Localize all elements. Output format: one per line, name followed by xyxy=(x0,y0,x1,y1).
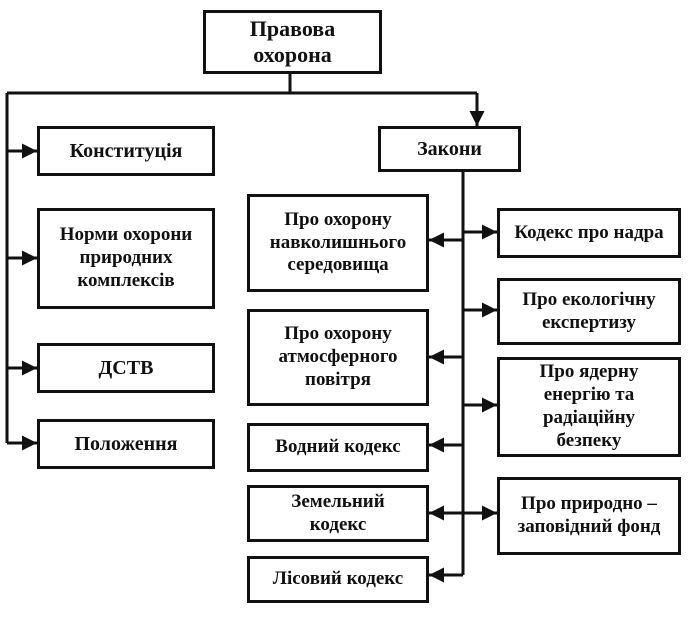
node-dstv: ДСТВ xyxy=(37,343,215,393)
node-law-expertise: Про екологічну експертизу xyxy=(497,278,681,345)
node-law-nuclear: Про ядерну енергію та радіаційну безпеку xyxy=(497,357,681,457)
node-law-forest: Лісовий кодекс xyxy=(247,556,429,603)
node-law-reserve: Про природно – заповідний фонд xyxy=(497,477,681,555)
node-law-water: Водний кодекс xyxy=(247,423,429,472)
node-law-land: Земельний кодекс xyxy=(247,485,429,542)
root-node: Правова охорона xyxy=(203,10,382,74)
node-regulations: Положення xyxy=(37,419,215,469)
node-law-subsoil: Кодекс про надра xyxy=(497,208,681,258)
node-constitution: Конституція xyxy=(37,126,215,176)
node-protection-norms: Норми охорони природних комплексів xyxy=(37,208,215,309)
node-laws: Закони xyxy=(378,126,521,172)
node-law-air: Про охорону атмосферного повітря xyxy=(247,309,429,406)
node-law-environment: Про охорону навколишнього середовища xyxy=(247,194,429,292)
